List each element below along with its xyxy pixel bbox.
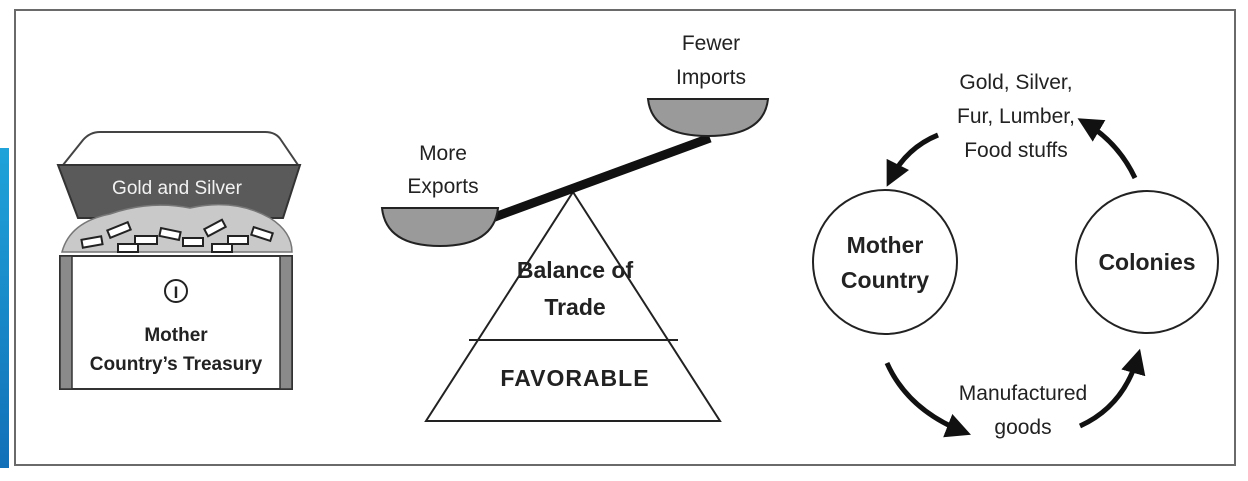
manufactured-goods-arrow-left xyxy=(884,361,971,438)
balance-title-line2: Trade xyxy=(544,294,605,320)
trade-cycle: Mother Country Colonies Gold, Silver, Fu… xyxy=(812,71,1219,439)
mother-country-line1: Mother xyxy=(847,232,924,258)
raw-materials-arrow-left xyxy=(886,132,939,187)
treasury-illustration: Gold and Silver I Mother xyxy=(56,131,302,390)
favorable-label: FAVORABLE xyxy=(500,365,649,391)
balance-beam xyxy=(490,133,712,223)
manufactured-goods-arrow-right xyxy=(1078,348,1146,429)
raw-materials-line2: Fur, Lumber, xyxy=(957,105,1075,128)
balance-title-line1: Balance of xyxy=(517,257,634,283)
left-pan xyxy=(380,207,500,248)
treasury-caption-line1: Mother xyxy=(144,325,208,346)
fewer-imports-line2: Imports xyxy=(676,66,746,89)
lock-glyph: I xyxy=(174,283,179,302)
fulcrum-triangle xyxy=(424,190,722,422)
diagram-frame xyxy=(14,9,1236,466)
raw-materials-line3: Food stuffs xyxy=(964,139,1068,162)
manufactured-goods-line1: Manufactured xyxy=(959,382,1087,405)
treasury-band xyxy=(56,164,302,219)
balance-of-trade: Fewer Imports More Exports Balance of Tr… xyxy=(380,32,770,422)
mother-country-circle xyxy=(812,189,958,335)
raw-materials-arrow-right xyxy=(1077,118,1138,180)
chest-right-post xyxy=(279,255,293,390)
raw-materials-line1: Gold, Silver, xyxy=(959,71,1072,94)
accent-bar xyxy=(0,148,9,468)
treasury-lid xyxy=(60,131,300,166)
treasury-caption-line2: Country’s Treasury xyxy=(90,354,263,375)
chest-left-post xyxy=(59,255,73,390)
more-exports-line1: More xyxy=(419,142,467,165)
ingots xyxy=(80,218,275,253)
lock-icon xyxy=(164,279,188,303)
fewer-imports-line1: Fewer xyxy=(682,32,740,55)
mother-country-line2: Country xyxy=(841,267,929,293)
treasury-band-label: Gold and Silver xyxy=(112,178,243,199)
right-pan xyxy=(646,98,770,138)
colonies-label: Colonies xyxy=(1098,249,1195,275)
colonies-circle xyxy=(1075,190,1219,334)
treasury-chest xyxy=(59,255,293,390)
manufactured-goods-line2: goods xyxy=(994,416,1051,439)
more-exports-line2: Exports xyxy=(407,175,478,198)
